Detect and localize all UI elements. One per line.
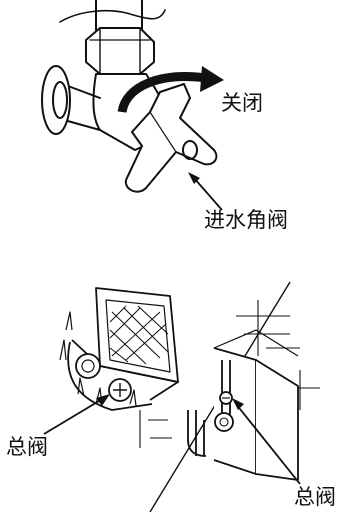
outlet-pipe bbox=[64, 86, 100, 130]
wall-flange bbox=[42, 66, 70, 134]
handle-hole bbox=[183, 141, 197, 159]
arrow-icon bbox=[232, 398, 300, 484]
supply-pipe bbox=[96, 0, 142, 30]
cabinet-door bbox=[256, 360, 298, 480]
curved-arrow-icon bbox=[122, 66, 224, 112]
arrow-icon bbox=[188, 172, 222, 210]
arrow-icon bbox=[44, 394, 110, 434]
label-angle-valve: 进水角阀 bbox=[204, 208, 288, 232]
label-close: 关闭 bbox=[221, 91, 263, 115]
water-meter bbox=[76, 354, 100, 378]
angle-valve-drawing bbox=[42, 0, 216, 192]
wall-meter bbox=[215, 413, 233, 431]
wall-meter-cabinet bbox=[140, 300, 320, 480]
label-main-valve-wall: 总阀 bbox=[294, 485, 336, 509]
label-main-valve-ground: 总阀 bbox=[6, 435, 48, 459]
hose-curve bbox=[60, 10, 165, 22]
ground-meter-box bbox=[60, 288, 178, 410]
hex-nut bbox=[86, 28, 154, 74]
